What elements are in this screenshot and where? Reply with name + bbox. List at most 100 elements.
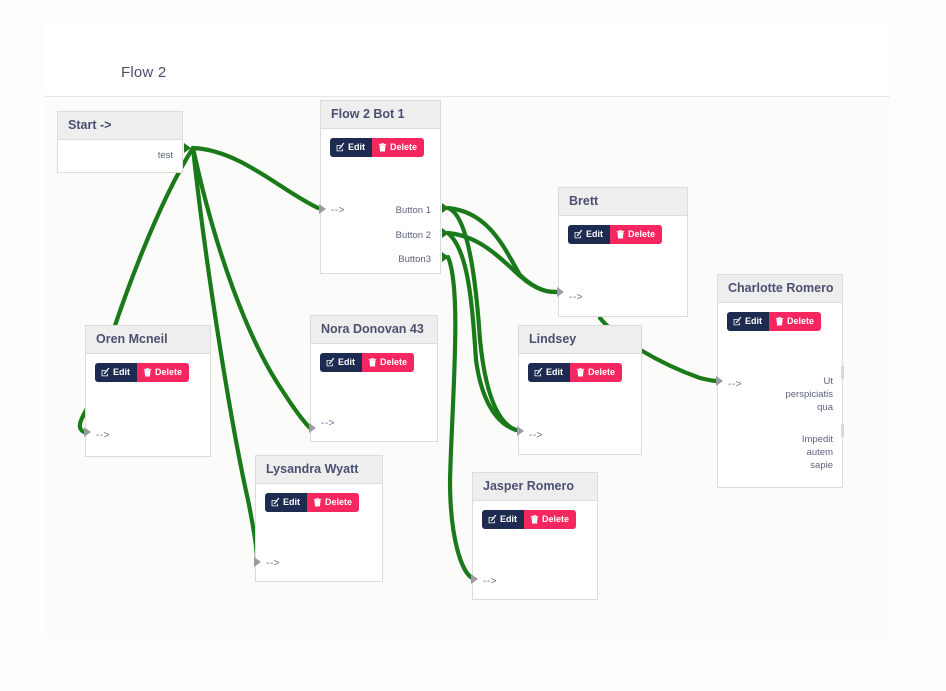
trash-icon [616, 230, 625, 239]
delete-button[interactable]: Delete [524, 510, 577, 529]
page-title: Flow 2 [121, 64, 167, 81]
port-out-group-1-line-3: qua [817, 402, 833, 413]
port-out-button-2[interactable]: Button 2 [395, 230, 431, 241]
port-in-arrow[interactable]: --> [96, 430, 110, 441]
port-tick-charlotte-out-1[interactable] [841, 366, 844, 379]
node-charlotte-romero[interactable]: Charlotte Romero Edit Delete --> Ut pers… [717, 274, 843, 488]
delete-button-label: Delete [588, 367, 616, 377]
delete-button[interactable]: Delete [137, 363, 190, 382]
trash-icon [378, 143, 387, 152]
port-in-arrow[interactable]: --> [266, 558, 280, 569]
port-button2-arrow[interactable] [442, 228, 449, 238]
node-brett-actions: Edit Delete [568, 225, 663, 244]
delete-button-label: Delete [325, 497, 353, 507]
edit-button-label: Edit [586, 229, 603, 239]
node-brett[interactable]: Brett Edit Delete --> [558, 187, 688, 317]
port-button3-arrow[interactable] [442, 252, 449, 262]
node-jasper-body: Edit Delete --> [473, 501, 597, 598]
node-start-title: Start -> [58, 112, 182, 140]
delete-button[interactable]: Delete [362, 353, 415, 372]
edit-button[interactable]: Edit [320, 353, 362, 372]
port-out-group-1-line-2: perspiciatis [785, 389, 833, 400]
arrow-in-charlotte [716, 376, 723, 386]
arrow-in-nora [309, 423, 316, 433]
trash-icon [313, 498, 322, 507]
port-in-arrow[interactable]: --> [483, 576, 497, 587]
edit-button-label: Edit [338, 357, 355, 367]
node-jasper-title: Jasper Romero [473, 473, 597, 501]
node-bot-body: Edit Delete --> Button 1 Button 2 Button… [321, 129, 440, 272]
port-in-arrow[interactable]: --> [728, 379, 742, 390]
edit-button[interactable]: Edit [727, 312, 769, 331]
delete-button-label: Delete [787, 316, 815, 326]
arrow-in-lindsey [517, 426, 524, 436]
delete-button-label: Delete [380, 357, 408, 367]
port-out-group-2-line-2: autem [806, 447, 833, 458]
node-lindsey-title: Lindsey [519, 326, 641, 354]
node-lysandra-actions: Edit Delete [265, 493, 360, 512]
delete-button-label: Delete [542, 514, 570, 524]
node-nora-body: Edit Delete --> [311, 344, 437, 440]
port-in-arrow[interactable]: --> [331, 205, 345, 216]
edit-button-label: Edit [546, 367, 563, 377]
arrow-in-lysandra [254, 557, 261, 567]
node-charlotte-body: Edit Delete --> Ut perspiciatis qua Impe… [718, 303, 842, 486]
node-oren-mcneil[interactable]: Oren Mcneil Edit Delete --> [85, 325, 211, 457]
node-jasper-romero[interactable]: Jasper Romero Edit Delete --> [472, 472, 598, 600]
arrow-in-bot [319, 204, 326, 214]
port-button1-arrow[interactable] [442, 203, 449, 213]
node-nora-actions: Edit Delete [320, 353, 415, 372]
port-in-arrow[interactable]: --> [569, 292, 583, 303]
trash-icon [368, 358, 377, 367]
delete-button[interactable]: Delete [372, 138, 425, 157]
arrow-in-oren [84, 427, 91, 437]
port-start-output-arrow[interactable] [184, 143, 191, 153]
edit-button-label: Edit [283, 497, 300, 507]
node-nora-donovan-43[interactable]: Nora Donovan 43 Edit Delete --> [310, 315, 438, 442]
port-out-button-1[interactable]: Button 1 [395, 205, 431, 216]
port-out-group-1[interactable]: Ut perspiciatis qua [785, 375, 833, 414]
node-lysandra-body: Edit Delete --> [256, 484, 382, 580]
delete-button[interactable]: Delete [610, 225, 663, 244]
edit-button[interactable]: Edit [330, 138, 372, 157]
edit-button[interactable]: Edit [265, 493, 307, 512]
trash-icon [530, 515, 539, 524]
edit-button[interactable]: Edit [482, 510, 524, 529]
edit-button[interactable]: Edit [528, 363, 570, 382]
node-charlotte-title: Charlotte Romero [718, 275, 842, 303]
node-flow-2-bot-1[interactable]: Flow 2 Bot 1 Edit Delete --> Button 1 Bu… [320, 100, 441, 274]
delete-button[interactable]: Delete [769, 312, 822, 331]
port-out-group-2[interactable]: Impedit autem sapie [802, 433, 833, 472]
trash-icon [143, 368, 152, 377]
port-in-arrow[interactable]: --> [321, 418, 335, 429]
pencil-square-icon [534, 368, 543, 377]
port-out-group-2-line-3: sapie [810, 460, 833, 471]
port-tick-charlotte-out-2[interactable] [841, 424, 844, 437]
node-brett-title: Brett [559, 188, 687, 216]
pencil-square-icon [488, 515, 497, 524]
edit-button[interactable]: Edit [95, 363, 137, 382]
node-lysandra-wyatt[interactable]: Lysandra Wyatt Edit Delete --> [255, 455, 383, 582]
delete-button[interactable]: Delete [307, 493, 360, 512]
node-charlotte-actions: Edit Delete [727, 312, 822, 331]
node-lysandra-title: Lysandra Wyatt [256, 456, 382, 484]
node-lindsey[interactable]: Lindsey Edit Delete --> [518, 325, 642, 455]
pencil-square-icon [733, 317, 742, 326]
node-bot-actions: Edit Delete [330, 138, 425, 157]
port-in-arrow[interactable]: --> [529, 430, 543, 441]
pencil-square-icon [574, 230, 583, 239]
pencil-square-icon [326, 358, 335, 367]
node-oren-actions: Edit Delete [95, 363, 190, 382]
port-out-test[interactable]: test [157, 150, 173, 161]
node-bot-title: Flow 2 Bot 1 [321, 101, 440, 129]
delete-button-label: Delete [155, 367, 183, 377]
flow-header-bar: Flow 2 [45, 20, 890, 95]
pencil-square-icon [101, 368, 110, 377]
port-out-group-2-line-1: Impedit [801, 434, 833, 445]
node-start[interactable]: Start -> test [57, 111, 183, 173]
node-oren-title: Oren Mcneil [86, 326, 210, 354]
arrow-in-jasper [471, 574, 478, 584]
delete-button[interactable]: Delete [570, 363, 623, 382]
port-out-button-3[interactable]: Button3 [398, 254, 431, 265]
edit-button[interactable]: Edit [568, 225, 610, 244]
